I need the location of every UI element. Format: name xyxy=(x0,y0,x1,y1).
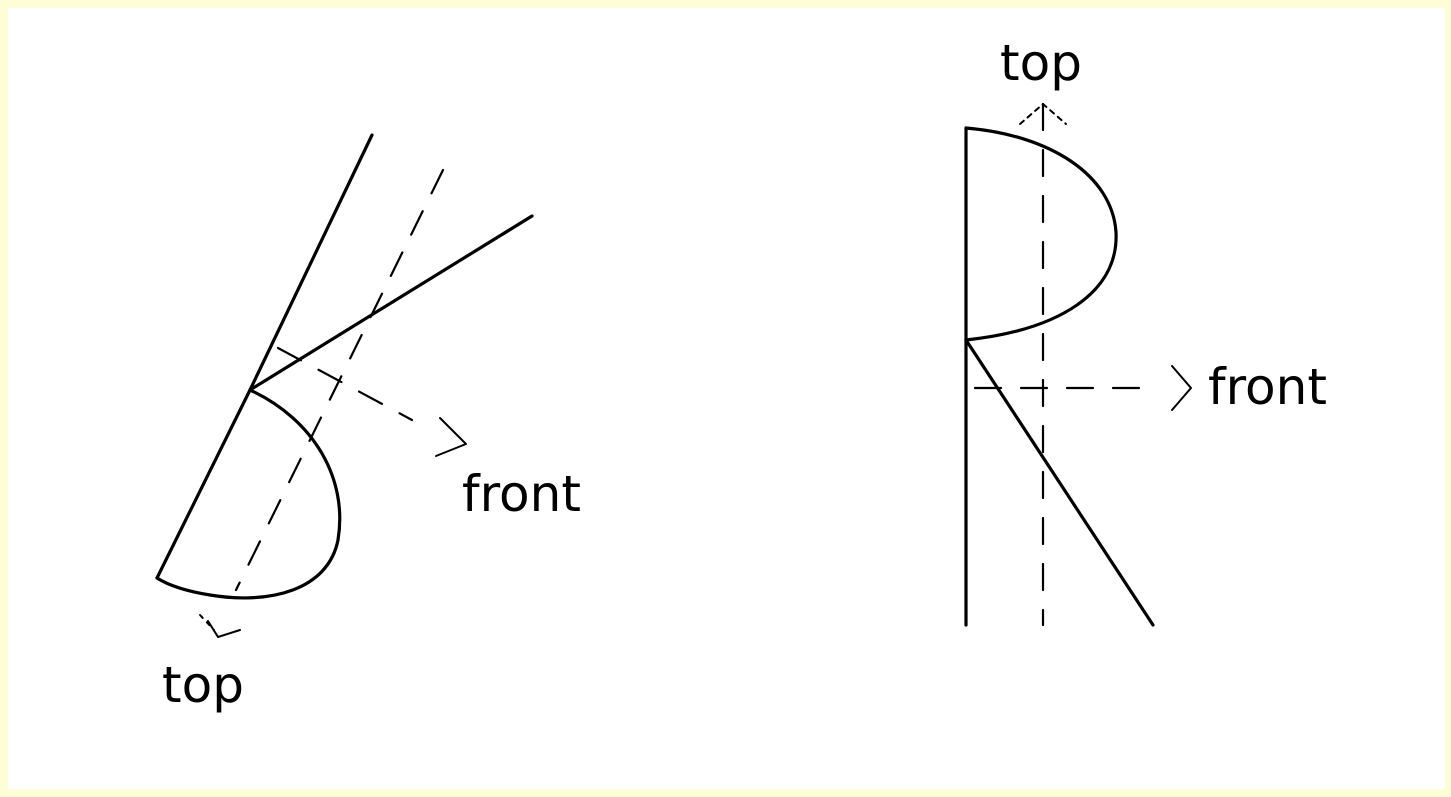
left-side-edge-line xyxy=(248,214,534,392)
right-front-arrowhead xyxy=(1171,365,1192,411)
left-semicircle-arc xyxy=(155,388,342,600)
left-upper-edge-line xyxy=(248,133,374,392)
right-view: top front xyxy=(964,34,1327,627)
left-dashed-front-arrow-line xyxy=(276,346,414,422)
left-front-arrowhead xyxy=(435,417,467,457)
left-top-arrowhead xyxy=(207,620,241,638)
left-front-label: front xyxy=(462,465,581,523)
left-top-label: top xyxy=(162,656,244,714)
right-front-label: front xyxy=(1208,358,1327,416)
left-lower-edge-line xyxy=(155,388,252,580)
right-top-arrowhead xyxy=(1019,103,1067,125)
left-view: front top xyxy=(155,133,581,714)
right-top-label: top xyxy=(1000,34,1082,92)
left-top-arrow-stub xyxy=(199,614,215,631)
right-diagonal-edge-line xyxy=(964,338,1155,627)
right-semicircle-arc xyxy=(964,126,1118,342)
